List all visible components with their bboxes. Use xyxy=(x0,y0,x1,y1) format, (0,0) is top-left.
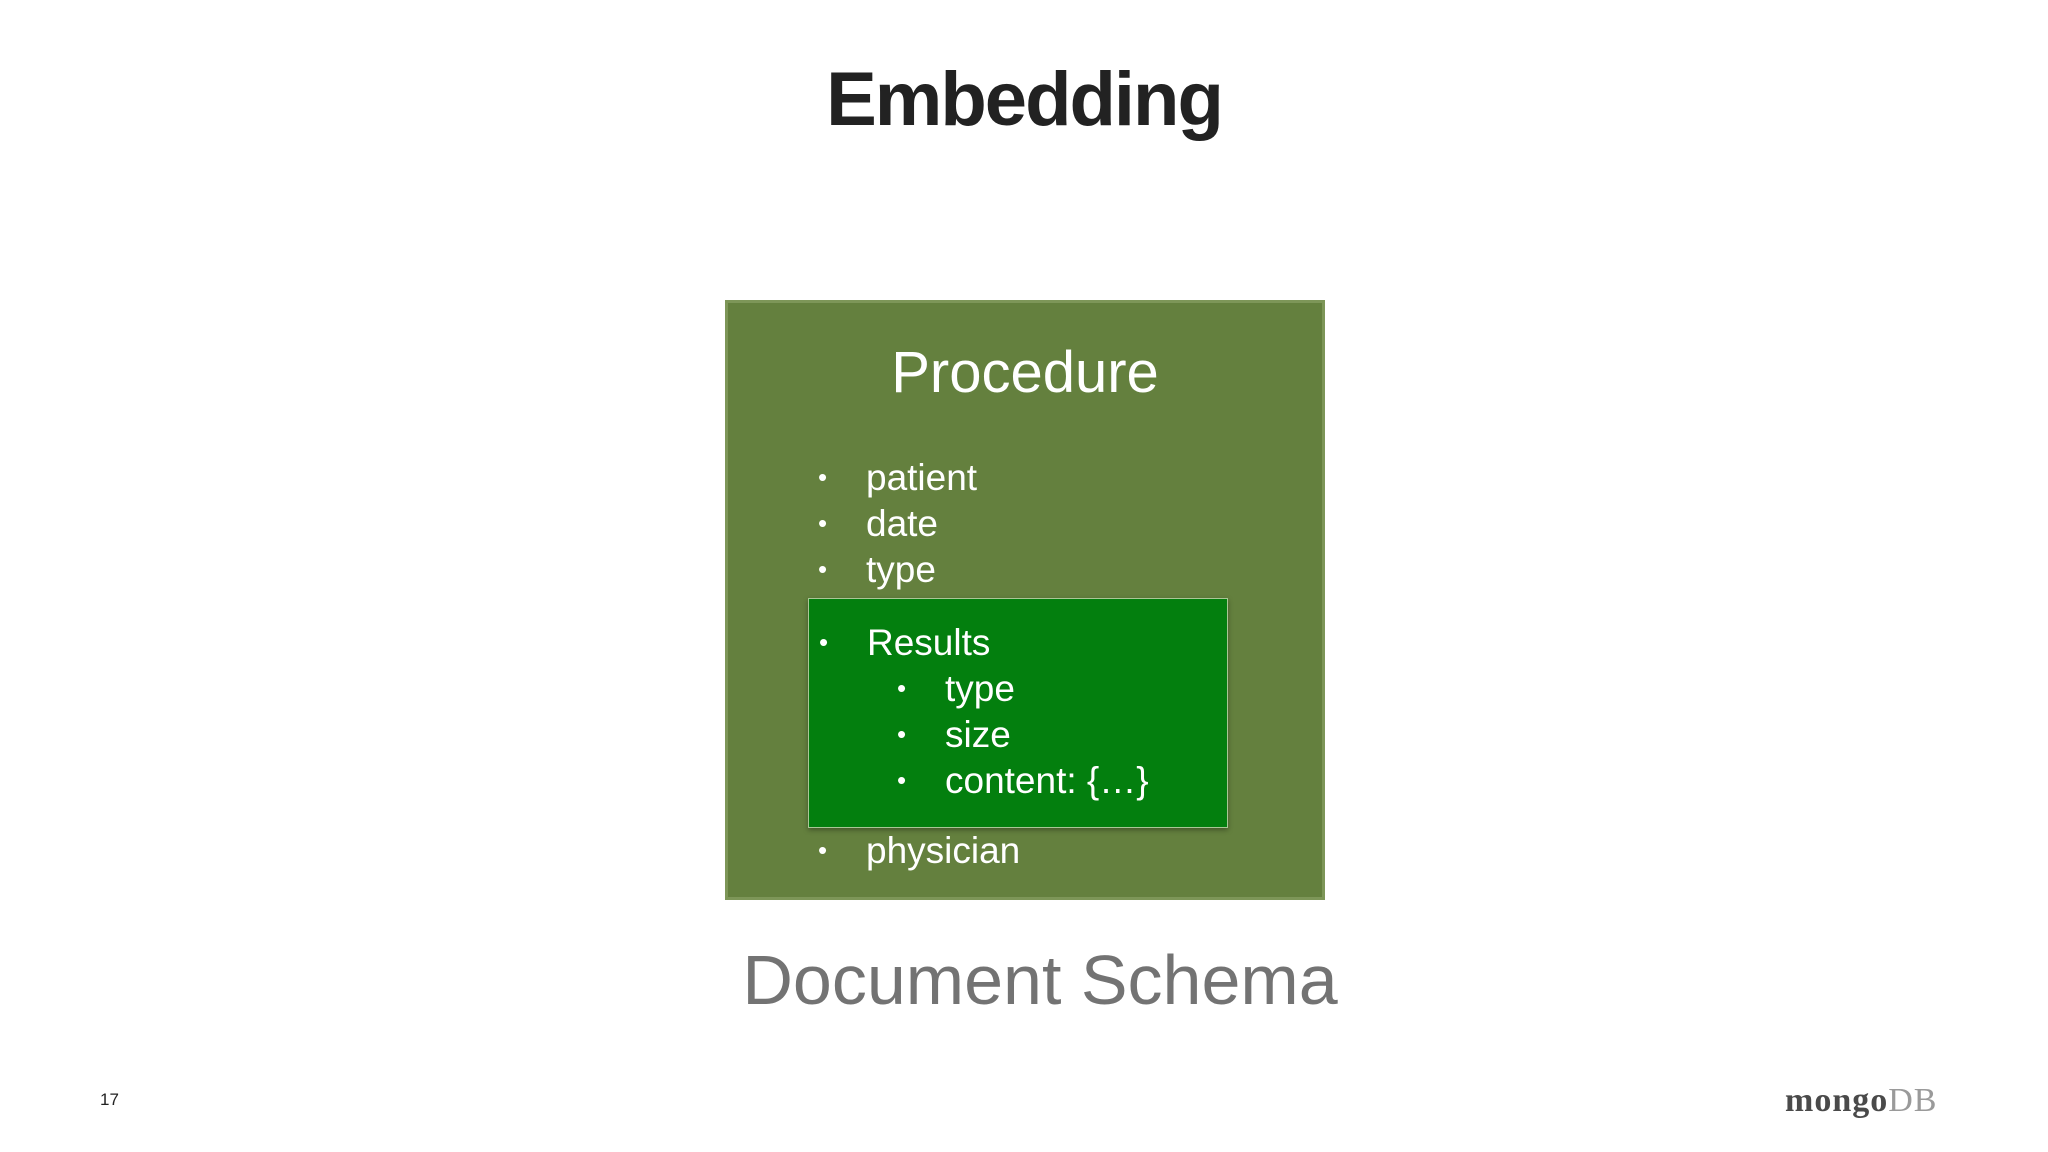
procedure-title: Procedure xyxy=(891,340,1159,405)
bullet-icon: • xyxy=(818,462,828,492)
results-field-type: • type xyxy=(897,665,1015,712)
field-physician: • physician xyxy=(818,827,1020,874)
bullet-icon: • xyxy=(818,835,828,865)
procedure-box: Procedure • patient • date • type • Results … xyxy=(725,300,1325,900)
field-label: patient xyxy=(866,457,978,498)
page-number: 17 xyxy=(100,1090,119,1109)
field-label: date xyxy=(866,503,939,544)
field-date: • date xyxy=(818,500,938,547)
field-patient: • patient xyxy=(818,454,977,501)
field-label: physician xyxy=(866,830,1021,871)
results-title: • Results xyxy=(819,619,990,666)
bullet-icon: • xyxy=(897,673,907,703)
results-embedded-box: • Results • type • size • content: {…} xyxy=(808,598,1228,828)
bullet-icon: • xyxy=(897,765,907,795)
bullet-icon: • xyxy=(819,627,829,657)
slide-title: Embedding xyxy=(826,57,1224,142)
mongodb-logo: mongoDB xyxy=(1785,1082,1937,1120)
bullet-icon: • xyxy=(818,508,828,538)
logo-part-b: DB xyxy=(1888,1082,1938,1119)
field-label: content: {…} xyxy=(945,760,1149,801)
results-field-content: • content: {…} xyxy=(897,757,1149,804)
field-label: size xyxy=(945,714,1011,755)
field-type: • type xyxy=(818,546,936,593)
logo-part-a: mongo xyxy=(1785,1082,1889,1119)
diagram-caption: Document Schema xyxy=(742,941,1338,1019)
field-label: type xyxy=(866,549,936,590)
bullet-icon: • xyxy=(818,554,828,584)
bullet-icon: • xyxy=(897,719,907,749)
results-field-size: • size xyxy=(897,711,1011,758)
results-label: Results xyxy=(867,622,991,663)
field-label: type xyxy=(945,668,1015,709)
